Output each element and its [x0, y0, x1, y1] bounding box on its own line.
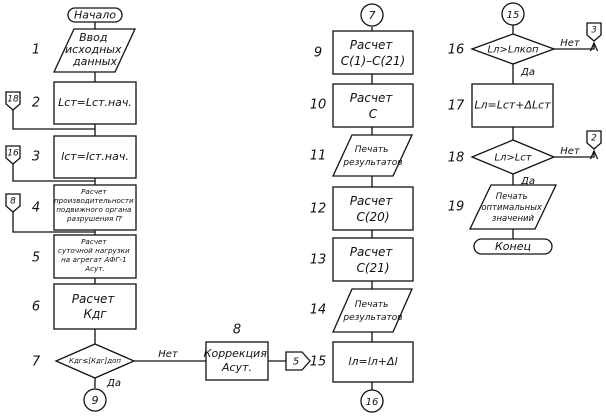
connector-9-bottom-label: 9 [92, 394, 99, 407]
label-yes-18: Да [520, 176, 535, 187]
block-13-process [332, 237, 414, 282]
connector-7-top [360, 3, 384, 27]
step-number-8: 8 [233, 323, 241, 338]
step-number-15: 15 [310, 355, 327, 370]
block-11-output [331, 134, 414, 177]
step-number-9: 9 [314, 46, 322, 61]
end-terminal [473, 238, 553, 255]
connector-2-label: 2 [591, 134, 597, 144]
block-5-process [53, 234, 137, 279]
label-no-7: Нет [158, 349, 179, 360]
start-label: Начало [74, 9, 116, 22]
label-no-16: Нет [560, 38, 581, 49]
connector-15-top [501, 2, 525, 26]
connector-15-top-label: 15 [507, 10, 520, 21]
block-2-text: Lст=Lст.нач. [58, 96, 132, 109]
block-14-output [332, 288, 413, 333]
step-number-13: 13 [310, 253, 327, 268]
block-15-text: lл=lл+Δl [348, 355, 397, 368]
block-6-text: Расчет Кдг [72, 292, 118, 321]
step-number-14: 14 [310, 303, 327, 318]
end-label: Конец [495, 240, 531, 253]
block-9-text: Расчет С(1)–С(21) [341, 38, 405, 68]
step-number-4: 4 [32, 201, 40, 216]
block-4-process [53, 184, 137, 231]
block-1-input [52, 28, 137, 73]
block-7-text: Кдг≤[Кдг]доп [69, 357, 121, 365]
block-10-process [332, 83, 414, 128]
connector-7-top-label: 7 [369, 9, 376, 22]
label-no-18: Нет [560, 146, 581, 157]
step-number-5: 5 [32, 251, 40, 266]
connector-9-bottom [83, 388, 107, 412]
connector-8-offpage [5, 193, 21, 213]
block-1-text: Ввод исходных данных [65, 31, 125, 68]
connector-8-label: 8 [10, 197, 16, 207]
step-number-11: 11 [310, 149, 327, 164]
step-number-7: 7 [32, 355, 41, 370]
connector-5-label: 5 [293, 357, 299, 368]
block-12-text: Расчет С(20) [350, 194, 396, 224]
column-2-step-numbers: 9 10 11 12 13 14 15 [310, 46, 327, 370]
block-19-output [468, 184, 558, 230]
block-11-text: Печать результатов [342, 145, 402, 168]
block-19-text: Печать оптимальных значений [481, 192, 544, 224]
block-13-text: Расчет С(21) [350, 245, 396, 275]
column-1-step-numbers: 1 2 3 4 5 6 7 8 [32, 43, 241, 370]
block-3-process [53, 135, 137, 179]
block-15-process [332, 341, 414, 383]
block-3-text: lст=lст.нач. [61, 150, 129, 163]
column-3-connectors [512, 25, 594, 239]
step-number-10: 10 [310, 98, 327, 113]
step-number-2: 2 [32, 96, 40, 111]
connector-3-label: 3 [591, 26, 597, 36]
step-number-6: 6 [32, 300, 40, 315]
connector-16-label: 16 [7, 149, 19, 159]
connector-2-offpage [586, 130, 602, 150]
step-number-1: 1 [32, 43, 40, 58]
block-6-process [53, 283, 137, 330]
block-7-decision [54, 343, 136, 379]
block-2-process [53, 81, 137, 125]
connector-16-offpage [5, 145, 21, 165]
connector-18-offpage [5, 91, 21, 111]
block-5-text: Расчет суточной нагрузки на агрегат АФГ-… [58, 237, 132, 273]
step-number-17: 17 [448, 99, 465, 114]
block-14-text: Печать результатов [342, 300, 402, 323]
block-12-process [332, 186, 414, 231]
block-10-text: Расчет С [350, 91, 396, 121]
step-number-12: 12 [310, 202, 327, 217]
block-8-process [205, 341, 269, 381]
block-17-text: Lл=Lст+ΔLст [474, 99, 551, 112]
connector-16-bottom-label: 16 [366, 397, 379, 408]
label-yes-16: Да [520, 67, 535, 78]
step-number-19: 19 [448, 200, 465, 215]
connector-16-bottom [360, 389, 384, 413]
block-8-text: Коррекция Асут. [204, 347, 271, 374]
start-terminal [67, 7, 123, 23]
block-17-process [471, 83, 554, 128]
step-number-3: 3 [32, 150, 40, 165]
block-16-text: Lл>Lлкоп [487, 45, 538, 56]
block-16-decision [470, 33, 556, 65]
label-yes-7: Да [106, 378, 121, 389]
block-18-decision [470, 139, 556, 175]
column-1-connectors [12, 22, 286, 388]
block-9-process [332, 30, 414, 75]
column-3-step-numbers: 16 17 18 19 [448, 43, 465, 215]
connector-3-offpage [586, 22, 602, 42]
block-4-text: Расчет производительности подвижного орг… [54, 187, 136, 223]
step-number-18: 18 [448, 151, 465, 166]
step-number-16: 16 [448, 43, 465, 58]
connector-18-label: 18 [7, 95, 19, 105]
block-18-text: Lл>Lст [494, 153, 532, 164]
connector-5-offpage [285, 351, 311, 371]
